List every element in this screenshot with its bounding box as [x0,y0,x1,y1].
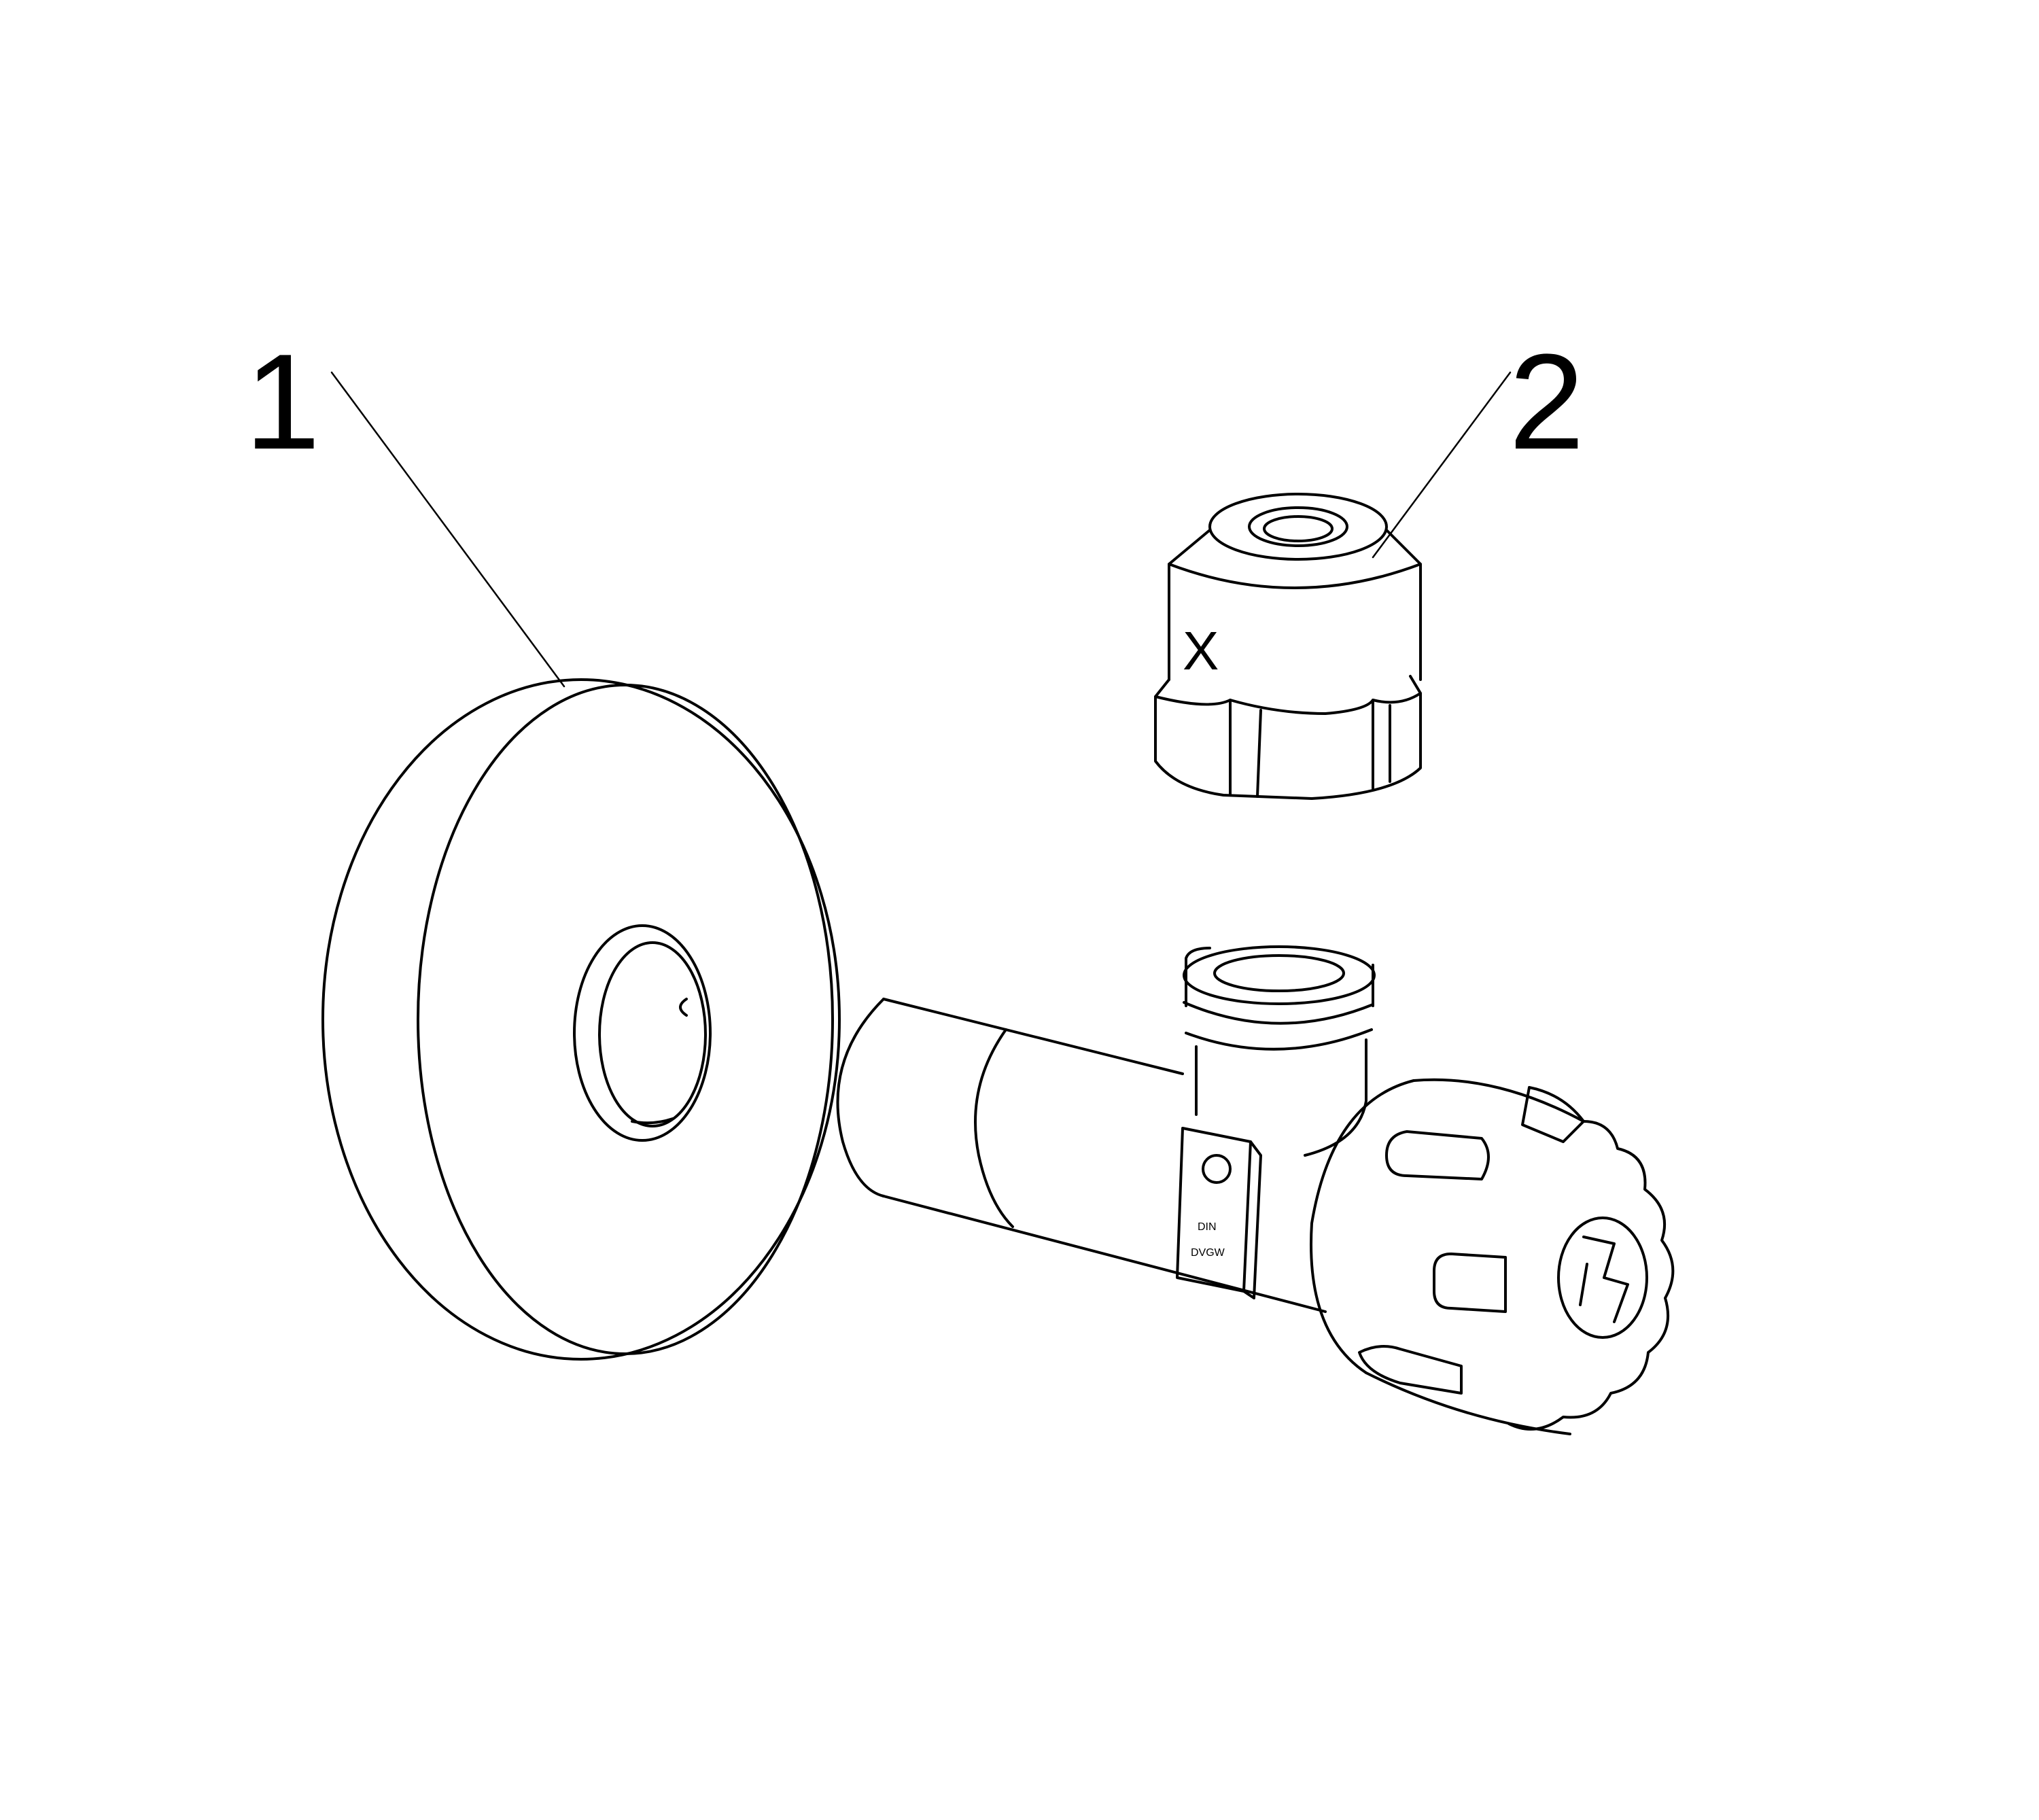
nut-hex-outline [1154,675,1422,800]
handwheel-knurled-rim [1508,1120,1675,1431]
nut-top-rim [1208,493,1388,561]
handwheel-slot-top [1521,1086,1585,1143]
handwheel-slot-lower [1358,1345,1463,1395]
rosette-center-hole-outer [573,924,712,1142]
leader-line-1 [330,371,565,688]
nut-marking: X [1183,620,1219,681]
outlet-body-right [1304,1038,1367,1157]
leader-line-2 [1372,371,1512,559]
marking-plate-edge [1242,1140,1262,1299]
nut-hex-facet-2 [1256,709,1262,798]
outlet-rim-inner [1213,954,1345,992]
handwheel-slot-middle [1433,1253,1507,1313]
nut-bore-inner [1263,515,1334,542]
rosette-outer-rim [321,678,841,1361]
inlet-pipe-bottom [882,1195,1327,1313]
nut-bore-outer [1248,506,1348,547]
rosette-center-hole-inner [598,941,707,1127]
marking-plate-logo [1202,1154,1232,1184]
plate-mark-dvgw: DVGW [1191,1247,1225,1259]
plate-mark-din: DIN [1198,1221,1217,1233]
angle-valve-body: DIN DVGW [836,945,1376,1313]
outlet-collar-lower [1185,1028,1373,1051]
outlet-collar [1183,1001,1374,1025]
nut-hex-top-edge [1154,692,1422,715]
valve-handwheel [1310,1078,1675,1435]
handwheel-logo [1579,1236,1629,1323]
inlet-pipe-step [974,1028,1014,1228]
handwheel-top-edge [1412,1078,1585,1123]
callout-label-2: 2 [1509,326,1584,478]
handwheel-back-edge [1310,1079,1415,1374]
nut-shoulder-edge [1168,563,1422,589]
callout-label-1: 1 [245,326,320,478]
inlet-pipe-end [836,998,885,1197]
nut-right-shoulder [1385,529,1422,681]
marking-plate [1176,1127,1252,1293]
rosette-hole-lip [631,1117,674,1125]
rosette-part-1 [321,678,841,1361]
outlet-rim-outer [1183,945,1376,1005]
rosette-front-face [417,684,834,1355]
rosette-notch [679,998,688,1017]
inlet-pipe-top [882,998,1184,1075]
compression-nut-part-2: X [1154,493,1422,800]
handwheel-logo-ring [1557,1217,1648,1339]
handwheel-bottom-edge [1365,1371,1571,1435]
handwheel-slot-upper [1385,1130,1490,1180]
